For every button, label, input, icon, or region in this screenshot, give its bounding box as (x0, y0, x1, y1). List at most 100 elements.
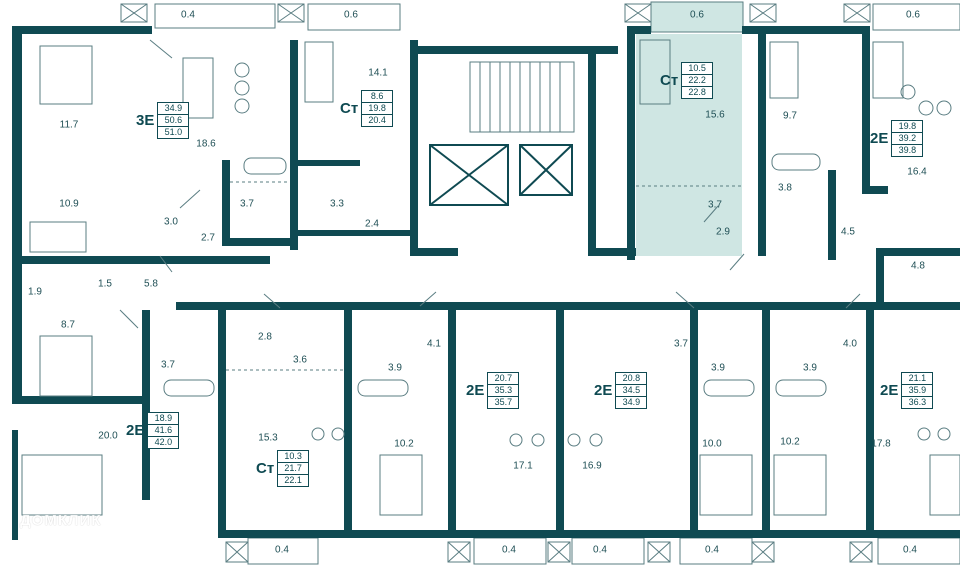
room-area-label: 5.8 (144, 278, 158, 290)
room-area-label: 4.8 (911, 260, 925, 272)
apartment-type: Ст (256, 460, 275, 477)
room-area-label: 4.5 (841, 226, 855, 238)
balcony-area-label: 0.4 (181, 9, 195, 21)
balcony-area-label: 0.4 (502, 544, 516, 556)
balcony-area-label: 0.6 (906, 9, 920, 21)
room-area-label: 3.9 (711, 362, 725, 374)
balcony-area-label: 0.4 (593, 544, 607, 556)
room-area-label: 10.2 (780, 436, 800, 448)
balcony-area-label: 0.6 (690, 9, 704, 21)
apartment-type: 2Е (870, 130, 889, 147)
apartment-area-value: 39.8 (898, 145, 917, 155)
room-area-label: 18.6 (196, 138, 216, 150)
room-area-label: 1.9 (28, 286, 42, 298)
apartment-type: 2Е (594, 382, 613, 399)
apartment-area-value: 22.1 (284, 475, 302, 485)
balcony-area-label: 0.4 (903, 544, 917, 556)
room-area-label: 3.7 (161, 359, 175, 371)
room-area-label: 3.7 (674, 338, 688, 350)
apartment-area-value: 19.8 (892, 121, 923, 133)
balcony-area-label: 0.6 (344, 9, 358, 21)
balcony-area-label: 0.4 (275, 544, 289, 556)
room-area-label: 3.3 (330, 198, 344, 210)
room-area-label: 10.2 (394, 438, 414, 450)
apartment-area-value: 10.3 (278, 451, 309, 463)
room-area-label: 4.1 (427, 338, 441, 350)
apartment-area-value: 34.5 (616, 385, 647, 397)
balcony-area-label: 0.4 (705, 544, 719, 556)
room-area-label: 3.9 (388, 362, 402, 374)
room-area-label: 15.6 (705, 109, 725, 121)
apartment-area-value: 22.8 (688, 87, 706, 97)
apartment-area-value: 19.8 (362, 103, 393, 115)
apartment-area-value: 8.6 (362, 91, 393, 103)
room-area-label: 8.7 (61, 319, 75, 331)
apartment-area-value: 34.9 (622, 397, 641, 407)
apartment-area-value: 35.3 (488, 385, 519, 397)
apartment-area-value: 21.1 (902, 373, 933, 385)
apartment-area-value: 20.7 (488, 373, 519, 385)
apartment-type: Ст (660, 72, 679, 89)
room-area-label: 2.8 (258, 331, 272, 343)
apartment-area-value: 51.0 (164, 127, 183, 137)
apartment-area-value: 10.5 (682, 63, 713, 75)
room-area-label: 3.0 (164, 216, 178, 228)
room-area-label: 17.1 (513, 460, 533, 472)
room-area-label: 3.8 (778, 182, 792, 194)
apartment-area-value: 50.6 (158, 115, 189, 127)
apartment-area-value: 34.9 (158, 103, 189, 115)
apartment-type: 2Е (466, 382, 485, 399)
room-area-label: 17.8 (871, 438, 891, 450)
room-area-label: 2.7 (201, 232, 215, 244)
room-area-label: 20.0 (98, 430, 118, 442)
apartment-type: 3Е (136, 112, 155, 129)
apartment-area-value: 35.9 (902, 385, 933, 397)
apartment-area-value: 36.3 (908, 397, 927, 407)
room-area-label: 3.9 (803, 362, 817, 374)
room-area-label: 16.4 (907, 166, 927, 178)
apartment-area-value: 39.2 (892, 133, 923, 145)
room-area-label: 2.4 (365, 218, 379, 230)
room-area-label: 15.3 (258, 432, 278, 444)
room-area-label: 16.9 (582, 460, 602, 472)
room-area-label: 14.1 (368, 67, 388, 79)
room-area-label: 3.7 (240, 198, 254, 210)
room-area-label: 10.9 (59, 198, 79, 210)
room-area-label: 11.7 (59, 119, 79, 131)
room-area-label: 9.7 (783, 110, 797, 122)
apartment-area-value: 20.8 (616, 373, 647, 385)
room-area-label: 2.9 (716, 226, 730, 238)
apartment-area-value: 42.0 (154, 437, 173, 447)
apartment-area-value: 41.6 (148, 425, 179, 437)
room-area-label: 3.7 (708, 199, 722, 211)
apartment-area-value: 35.7 (494, 397, 513, 407)
watermark: ДОМКЛИК (20, 512, 102, 529)
apartment-area-value: 20.4 (368, 115, 386, 125)
apartment-area-value: 21.7 (278, 463, 309, 475)
apartment-type: 2Е (126, 422, 145, 439)
apartment-type: 2Е (880, 382, 899, 399)
room-area-label: 3.6 (293, 354, 307, 366)
apartment-area-value: 22.2 (682, 75, 713, 87)
apartment-area-value: 18.9 (148, 413, 179, 425)
